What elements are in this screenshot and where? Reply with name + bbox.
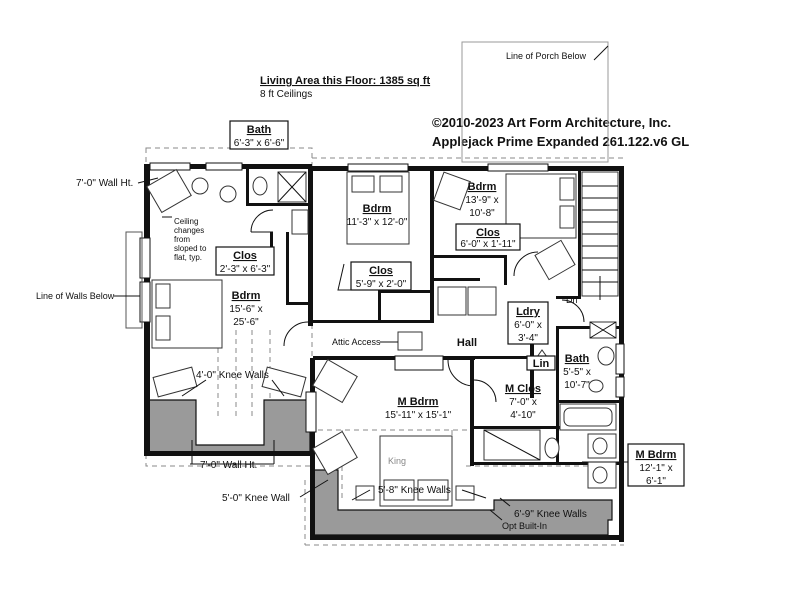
- room-mbath: M Bdrm 12'-1" x 6'-1": [627, 443, 685, 487]
- living-area-text: Living Area this Floor: 1385 sq ft: [260, 75, 430, 87]
- room-hall: Hall: [457, 337, 477, 349]
- wall-ht-note-bottom: 7'-0" Wall Ht.: [200, 460, 257, 471]
- room-name: Bath: [247, 124, 272, 136]
- svg-text:flat, typ.: flat, typ.: [174, 253, 202, 262]
- room-bath2: Bath 5'-5" x 10'-7": [563, 353, 591, 391]
- interior-walls: [246, 169, 620, 466]
- room-bath1: Bath 6'-3" x 6'-6": [229, 120, 289, 150]
- room-name: M Bdrm: [398, 396, 439, 408]
- stair-dn-label: Dn: [566, 295, 578, 305]
- room-dims-1: 7'-0" x: [509, 397, 537, 408]
- windows: [125, 162, 625, 433]
- room-name: Bdrm: [363, 203, 392, 215]
- porch-note: Line of Porch Below: [506, 51, 587, 61]
- plan-name-text: Applejack Prime Expanded 261.122.v6 GL: [432, 134, 689, 149]
- room-mclos: M Clos 7'-0" x 4'-10": [505, 383, 541, 421]
- knee-wall-58-note: 5'-8" Knee Walls: [378, 485, 451, 496]
- room-dims-2: 6'-1": [646, 476, 666, 487]
- room-clos2: Clos 5'-9" x 2'-0": [350, 261, 412, 291]
- room-dims: 5'-9" x 2'-0": [356, 279, 407, 290]
- room-mbdrm: M Bdrm 15'-11" x 15'-1": [385, 396, 452, 421]
- wall-ht-note-top: 7'-0" Wall Ht.: [76, 178, 133, 189]
- room-dims-2: 4'-10": [510, 410, 536, 421]
- room-name: Bdrm: [468, 181, 497, 193]
- room-name: Clos: [476, 227, 500, 239]
- room-dims: 2'-3" x 6'-3": [220, 264, 271, 275]
- svg-text:sloped to: sloped to: [174, 244, 207, 253]
- ceiling-note: Ceiling changes from sloped to flat, typ…: [174, 217, 207, 262]
- room-dims-1: 6'-0" x: [514, 320, 542, 331]
- room-name: Hall: [457, 337, 477, 349]
- room-ldry: Ldry 6'-0" x 3'-4": [507, 301, 549, 345]
- room-dims-2: 3'-4": [518, 333, 538, 344]
- room-dims-2: 25'-6": [233, 317, 259, 328]
- room-clos3: Clos 6'-0" x 1'-11": [455, 223, 521, 251]
- ceilings-text: 8 ft Ceilings: [260, 89, 312, 100]
- room-name: Ldry: [516, 306, 541, 318]
- room-bdrm2: Bdrm 11'-3" x 12'-0": [347, 203, 408, 228]
- room-dims-1: 5'-5" x: [563, 367, 591, 378]
- knee-wall-69-note: 6'-9" Knee Walls: [514, 509, 587, 520]
- leader-lines: [114, 177, 630, 521]
- doors: [250, 209, 585, 403]
- svg-text:Ceiling: Ceiling: [174, 217, 198, 226]
- knee-wall-4-note: 4'-0" Knee Walls: [196, 370, 269, 381]
- room-dims: 6'-0" x 1'-11": [460, 239, 516, 250]
- knee-wall-areas: [147, 399, 613, 536]
- attic-hatch: [397, 331, 423, 351]
- porch-outline: [461, 41, 609, 163]
- svg-text:from: from: [174, 235, 190, 244]
- room-name: Clos: [369, 265, 393, 277]
- room-dims-1: 12'-1" x: [639, 463, 672, 474]
- room-clos1: Clos 2'-3" x 6'-3": [215, 246, 275, 276]
- room-name: M Clos: [505, 383, 541, 395]
- room-lin: Lin: [526, 355, 556, 371]
- room-bdrm1: Bdrm 15'-6" x 25'-6": [229, 290, 262, 328]
- room-name: Bdrm: [232, 290, 261, 302]
- room-name: Clos: [233, 250, 257, 262]
- knee-wall-5-note: 5'-0" Knee Wall: [222, 493, 290, 504]
- room-dims: 15'-11" x 15'-1": [385, 410, 452, 421]
- copyright-text: ©2010-2023 Art Form Architecture, Inc.: [432, 115, 671, 130]
- walls-below-note: Line of Walls Below: [36, 291, 115, 301]
- room-name: Lin: [533, 358, 550, 370]
- attic-access-note: Attic Access: [332, 337, 381, 347]
- room-dims-2: 10'-7": [564, 380, 590, 391]
- svg-text:changes: changes: [174, 226, 204, 235]
- room-name: M Bdrm: [636, 449, 677, 461]
- furniture: [146, 168, 619, 507]
- room-dims: 11'-3" x 12'-0": [347, 217, 408, 228]
- room-name: Bath: [565, 353, 590, 365]
- stair: [581, 171, 619, 300]
- room-dims-1: 15'-6" x: [229, 304, 262, 315]
- built-in-note: Opt Built-In: [502, 521, 547, 531]
- bed-king-label: King: [388, 456, 406, 466]
- room-dims-1: 13'-9" x: [465, 195, 498, 206]
- room-dims: 6'-3" x 6'-6": [234, 138, 285, 149]
- room-dims-2: 10'-8": [469, 208, 495, 219]
- room-bdrm3: Bdrm 13'-9" x 10'-8": [465, 181, 498, 219]
